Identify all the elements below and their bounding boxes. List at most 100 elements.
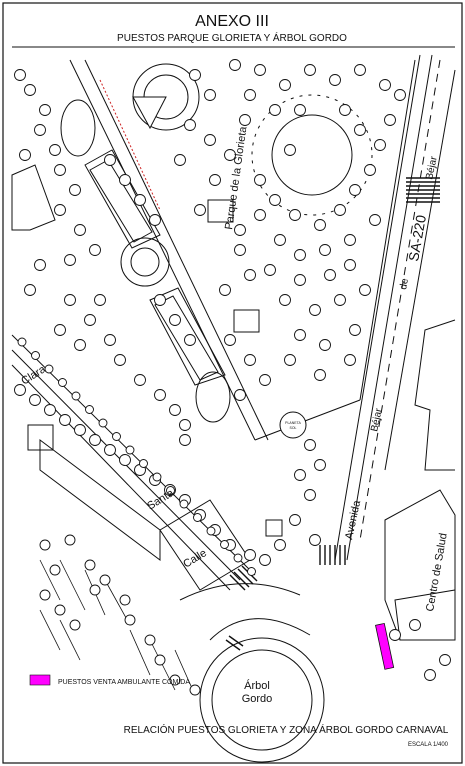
parked-car-symbol bbox=[69, 619, 81, 631]
right-buildings bbox=[384, 319, 456, 641]
tree-symbol bbox=[224, 149, 236, 161]
street-tree-symbol bbox=[233, 553, 243, 563]
tree-symbol bbox=[254, 209, 266, 221]
parked-car-symbol bbox=[169, 674, 181, 686]
label-gordo: Gordo bbox=[242, 693, 273, 705]
tree-symbol bbox=[279, 294, 291, 306]
tree-symbol bbox=[334, 294, 346, 306]
parked-car-symbol bbox=[189, 684, 201, 696]
tree-symbol bbox=[34, 124, 46, 136]
planters bbox=[84, 149, 226, 386]
tree-symbol bbox=[239, 114, 251, 126]
street-tree-symbol bbox=[71, 391, 81, 401]
street-tree-symbol bbox=[85, 405, 94, 414]
tree-symbol bbox=[259, 554, 271, 566]
tree-symbol bbox=[324, 269, 336, 281]
tree-symbol bbox=[254, 64, 266, 76]
parked-car-symbol bbox=[89, 584, 101, 596]
tree-symbol bbox=[309, 534, 321, 546]
tree-symbol bbox=[14, 384, 26, 396]
tree-symbol bbox=[54, 164, 66, 176]
tree-symbol bbox=[104, 444, 116, 456]
tree-symbol bbox=[74, 224, 86, 236]
label-calle: Calle bbox=[181, 547, 209, 570]
parked-car-symbol bbox=[84, 559, 96, 571]
tree-symbol bbox=[189, 69, 201, 81]
map-subtitle: PUESTOS PARQUE GLORIETA Y ÁRBOL GORDO bbox=[117, 31, 347, 44]
trees bbox=[14, 59, 451, 696]
tree-symbol bbox=[259, 374, 271, 386]
tree-symbol bbox=[204, 134, 216, 146]
tree-symbol bbox=[94, 294, 106, 306]
parked-car-symbol bbox=[124, 614, 136, 626]
tree-symbol bbox=[204, 89, 216, 101]
tree-symbol bbox=[334, 204, 346, 216]
tree-symbol bbox=[394, 89, 406, 101]
tree-symbol bbox=[424, 669, 436, 681]
tree-symbol bbox=[384, 114, 396, 126]
parked-car-symbol bbox=[64, 534, 76, 546]
tree-symbol bbox=[269, 104, 281, 116]
avenida-bejar-road bbox=[334, 54, 456, 561]
parked-car-symbol bbox=[49, 564, 61, 576]
tree-symbol bbox=[304, 489, 316, 501]
parking-rows bbox=[39, 559, 196, 696]
parked-car-symbol bbox=[39, 589, 51, 601]
tree-symbol bbox=[169, 314, 181, 326]
planeta-label-2: SOL bbox=[289, 426, 296, 430]
map-title: ANEXO III bbox=[195, 13, 269, 30]
tree-symbol bbox=[184, 334, 196, 346]
tree-symbol bbox=[389, 629, 401, 641]
tree-symbol bbox=[59, 414, 71, 426]
footer-relacion: RELACIÓN PUESTOS GLORIETA Y ZONA ÁRBOL G… bbox=[124, 723, 449, 736]
oval-beds bbox=[60, 99, 231, 423]
street-tree-symbol bbox=[247, 567, 256, 576]
fountain-top bbox=[132, 63, 200, 131]
tree-symbol bbox=[24, 84, 36, 96]
label-bejar-top: Béjar bbox=[424, 155, 440, 181]
street-tree-symbol bbox=[139, 459, 148, 468]
tree-symbol bbox=[309, 304, 321, 316]
planeta-sol-marker: PLANETA SOL bbox=[279, 411, 307, 439]
tree-symbol bbox=[254, 174, 266, 186]
crosswalks-bottom bbox=[225, 545, 346, 651]
tree-symbol bbox=[274, 539, 286, 551]
tree-symbol bbox=[344, 234, 356, 246]
tree-symbol bbox=[74, 424, 86, 436]
tree-symbol bbox=[284, 144, 296, 156]
crosswalk-top bbox=[406, 177, 440, 203]
tree-symbol bbox=[19, 149, 31, 161]
food-stall-marker[interactable] bbox=[375, 622, 395, 670]
label-de: de bbox=[398, 277, 411, 290]
tree-symbol bbox=[119, 174, 131, 186]
tree-symbol bbox=[304, 439, 316, 451]
tree-symbol bbox=[319, 339, 331, 351]
parked-car-symbol bbox=[99, 574, 111, 586]
tree-symbol bbox=[74, 339, 86, 351]
tree-symbol bbox=[379, 79, 391, 91]
tree-symbol bbox=[194, 204, 206, 216]
street-tree-symbol bbox=[193, 513, 202, 522]
central-rosette bbox=[120, 237, 170, 287]
tree-symbol bbox=[439, 654, 451, 666]
tree-symbol bbox=[134, 374, 146, 386]
street-tree-symbol bbox=[166, 486, 175, 495]
label-avenida: Avenida bbox=[343, 499, 363, 541]
tree-symbol bbox=[344, 259, 356, 271]
tree-symbol bbox=[234, 389, 246, 401]
tree-symbol bbox=[294, 249, 306, 261]
arbol-gordo-roundabout bbox=[179, 583, 325, 763]
tree-symbol bbox=[289, 209, 301, 221]
legend-label: PUESTOS VENTA AMBULANTE COMIDA bbox=[58, 679, 190, 686]
parked-car-symbol bbox=[119, 594, 131, 606]
tree-symbol bbox=[244, 269, 256, 281]
tree-symbol bbox=[34, 259, 46, 271]
tree-symbol bbox=[244, 89, 256, 101]
tree-symbol bbox=[244, 549, 256, 561]
tree-symbol bbox=[374, 139, 386, 151]
tree-symbol bbox=[69, 184, 81, 196]
tree-symbol bbox=[349, 184, 361, 196]
tree-symbol bbox=[339, 104, 351, 116]
